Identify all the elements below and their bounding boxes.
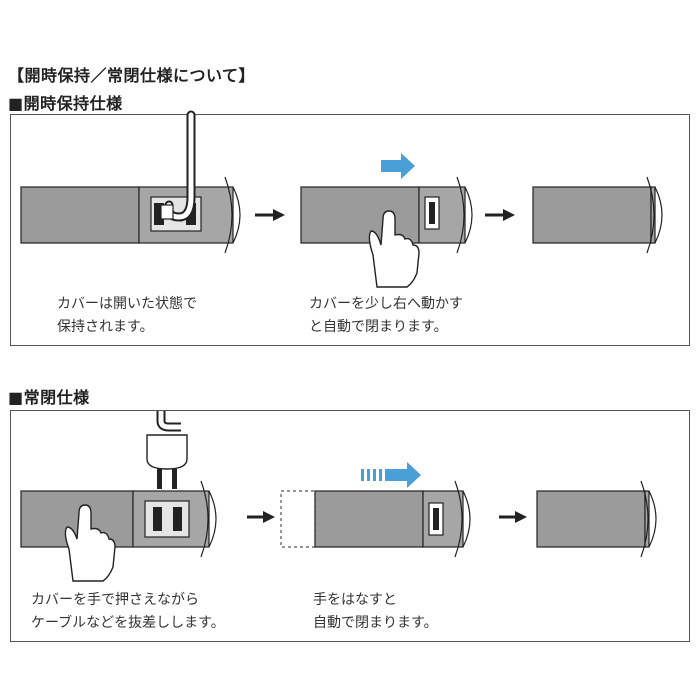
stage2-cover-returning bbox=[280, 480, 471, 558]
normally-closed-diagram bbox=[20, 411, 657, 582]
caption-line: 自動で閉まります。 bbox=[313, 615, 438, 631]
stage3-outlet-closed bbox=[536, 480, 657, 558]
normally-closed-caption-2: 手をはなすと 自動で閉まります。 bbox=[313, 589, 438, 635]
caption-line: カバーは開いた状態で bbox=[57, 296, 197, 312]
normally-closed-panel: カバーを手で押さえながら ケーブルなどを抜差しします。 手をはなすと 自動で閉ま… bbox=[10, 410, 690, 642]
hold-open-panel: カバーは開いた状態で 保持されます。 カバーを少し右へ動かす と自動で閉まります… bbox=[10, 110, 690, 346]
caption-line: 保持されます。 bbox=[57, 319, 154, 335]
blue-arrow-icon bbox=[381, 153, 415, 179]
stage2-slide-cover bbox=[300, 176, 473, 254]
stage3-outlet-closed bbox=[532, 176, 663, 254]
blue-motion-arrow-icon bbox=[361, 462, 421, 488]
arrow-right-icon bbox=[485, 209, 515, 221]
caption-line: カバーを手で押さえながら bbox=[31, 592, 199, 608]
caption-line: ケーブルなどを抜差しします。 bbox=[31, 615, 225, 631]
plug-icon bbox=[146, 411, 188, 489]
arrow-right-icon bbox=[247, 511, 275, 523]
section-heading-normally-closed: ■常閉仕様 bbox=[8, 388, 90, 407]
hand-icon bbox=[368, 210, 420, 288]
caption-line: 手をはなすと bbox=[313, 592, 397, 608]
hold-open-caption-2: カバーを少し右へ動かす と自動で閉まります。 bbox=[309, 293, 463, 339]
stage1-outlet-held bbox=[20, 480, 217, 558]
caption-line: と自動で閉まります。 bbox=[309, 319, 448, 335]
stage1-outlet-open bbox=[20, 110, 241, 254]
hold-open-caption-1: カバーは開いた状態で 保持されます。 bbox=[57, 293, 197, 339]
hold-open-diagram bbox=[20, 110, 663, 288]
section-heading-hold-open: ■開時保持仕様 bbox=[8, 94, 123, 113]
page-title: 【開時保持／常閉仕様について】 bbox=[8, 66, 256, 85]
caption-line: カバーを少し右へ動かす bbox=[309, 296, 463, 312]
arrow-right-icon bbox=[499, 511, 527, 523]
normally-closed-caption-1: カバーを手で押さえながら ケーブルなどを抜差しします。 bbox=[31, 589, 225, 635]
hand-icon bbox=[64, 504, 116, 582]
arrow-right-icon bbox=[255, 209, 285, 221]
